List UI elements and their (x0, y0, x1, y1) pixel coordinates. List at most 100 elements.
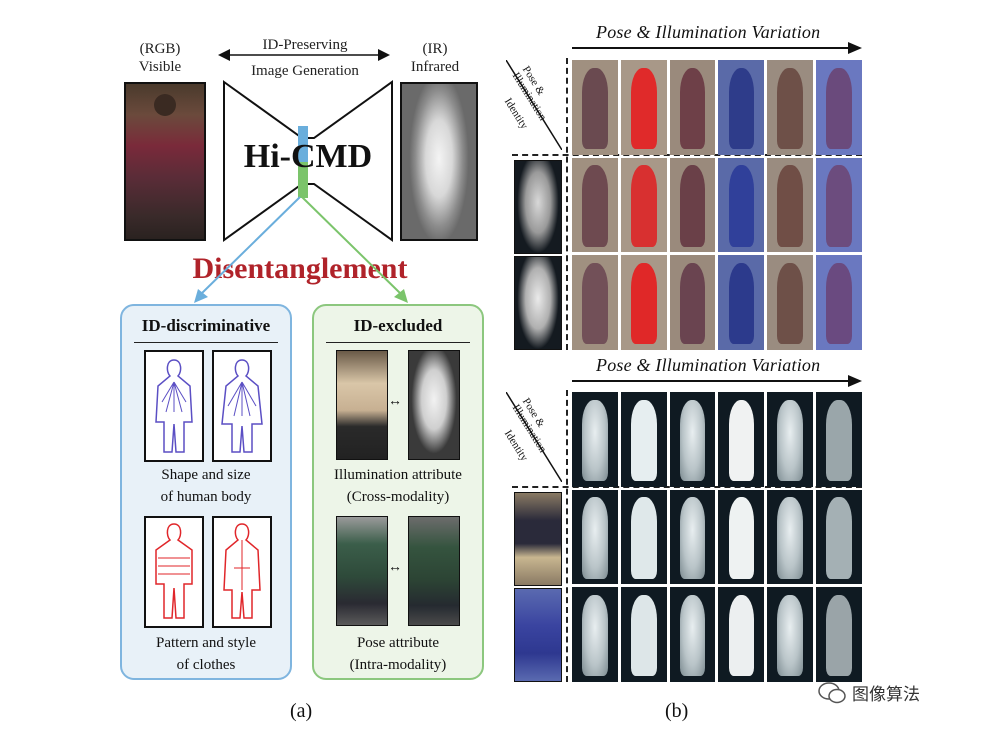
person-figure (582, 594, 608, 677)
person-figure (728, 594, 755, 677)
person-figure (582, 165, 608, 247)
identity-thumb-ir-2 (514, 256, 562, 350)
generation-label-line1: ID-Preserving (262, 37, 348, 53)
divider-vertical-bottom (566, 390, 568, 682)
double-arrow-icon (218, 49, 390, 61)
grid-cell (767, 392, 814, 487)
id-discriminative-title: ID-discriminative (141, 316, 271, 335)
pose-caption-line2: (Intra-modality) (349, 657, 447, 673)
grid-cell (572, 157, 618, 253)
person-figure (728, 399, 755, 481)
person-figure (826, 594, 852, 677)
person-figure (679, 262, 706, 345)
body-outline-icon (155, 359, 193, 453)
divider-horizontal-top (512, 154, 862, 156)
shape-silhouette-2 (212, 350, 272, 462)
illumination-caption-line1: Illumination attribute (334, 467, 462, 483)
generation-label-line2: Image Generation (251, 63, 359, 79)
generated-grid-top (572, 60, 862, 350)
head-shape (154, 94, 176, 116)
grid-cell (767, 489, 814, 585)
person-figure (777, 399, 804, 481)
pose-caption: Pose attribute (Intra-modality) (314, 632, 482, 676)
grid-cell (767, 157, 814, 253)
diagonal-line (506, 60, 562, 150)
person-figure (630, 67, 657, 149)
grid-cell (669, 587, 716, 682)
identity-thumb-rgb-1 (514, 492, 562, 586)
identity-thumb-ir-1 (514, 160, 562, 254)
pattern-silhouette-2 (212, 516, 272, 628)
grid-cell (572, 587, 618, 682)
axis-title-bottom: Pose & Illumination Variation (596, 355, 821, 375)
grid-cell (669, 255, 716, 350)
person-figure (582, 262, 608, 345)
person-figure (582, 399, 608, 481)
person-figure (582, 67, 608, 149)
clothes-outline-icon (223, 523, 261, 619)
branch-arrows (194, 196, 408, 303)
grid-cell (816, 489, 862, 585)
id-excluded-panel: ID-excluded ↔ Illumination attribute (Cr… (312, 304, 484, 680)
pose-image-2 (408, 516, 460, 626)
generated-grid-bottom (572, 392, 862, 682)
person-figure (630, 262, 657, 345)
person-figure (826, 399, 852, 481)
grid-cell (669, 60, 716, 155)
right-arrow-icon (572, 375, 862, 387)
person-figure (777, 67, 804, 149)
ir-label: (IR) Infrared (395, 40, 475, 76)
diagonal-line (506, 392, 562, 482)
grid-cell (718, 255, 765, 350)
grid-cell (620, 60, 667, 155)
pose-image-1 (336, 516, 388, 626)
pattern-caption-line2: of clothes (176, 657, 236, 673)
person-figure (679, 594, 706, 677)
person-figure (826, 262, 852, 345)
body-outline-icon (221, 359, 263, 453)
grid-cell (669, 392, 716, 487)
grid-cell (572, 255, 618, 350)
grid-cell (572, 60, 618, 155)
bidirectional-arrow-icon: ↔ (388, 560, 402, 575)
caption-b: (b) (665, 700, 689, 722)
grid-cell (816, 392, 862, 487)
ir-label-line1: (IR) (422, 41, 448, 57)
grid-cell (816, 157, 862, 253)
grid-cell (620, 392, 667, 487)
wechat-icon (818, 681, 846, 703)
grid-cell (767, 60, 814, 155)
person-figure (630, 399, 657, 481)
person-figure (679, 497, 706, 579)
grid-cell (620, 587, 667, 682)
grid-cell (620, 489, 667, 585)
title-underline (326, 342, 470, 343)
diagonal-header-bottom: Pose & Illumination Identity (502, 392, 562, 482)
pattern-silhouette-1 (144, 516, 204, 628)
person-figure (728, 67, 755, 149)
ir-input-image (400, 82, 478, 241)
watermark-text: 图像算法 (852, 685, 920, 705)
ir-label-line2: Infrared (410, 59, 460, 75)
illumination-caption: Illumination attribute (Cross-modality) (314, 464, 482, 508)
grid-cell (767, 255, 814, 350)
person-figure (728, 497, 755, 579)
person-figure (630, 497, 657, 579)
right-arrow-icon (572, 42, 862, 54)
grid-cell (620, 157, 667, 253)
bidirectional-arrow-icon: ↔ (388, 394, 402, 409)
person-figure (826, 165, 852, 247)
person-figure (630, 165, 657, 247)
caption-a: (a) (290, 700, 313, 722)
person-figure (679, 165, 706, 247)
grid-cell (718, 392, 765, 487)
grid-cell (718, 60, 765, 155)
person-figure (630, 594, 657, 677)
rgb-input-image (124, 82, 206, 241)
person-figure (777, 497, 804, 579)
grid-cell (816, 587, 862, 682)
hourglass-model (223, 80, 393, 242)
generation-label: ID-Preserving Image Generation (220, 36, 390, 80)
grid-cell (718, 489, 765, 585)
person-figure (582, 497, 608, 579)
